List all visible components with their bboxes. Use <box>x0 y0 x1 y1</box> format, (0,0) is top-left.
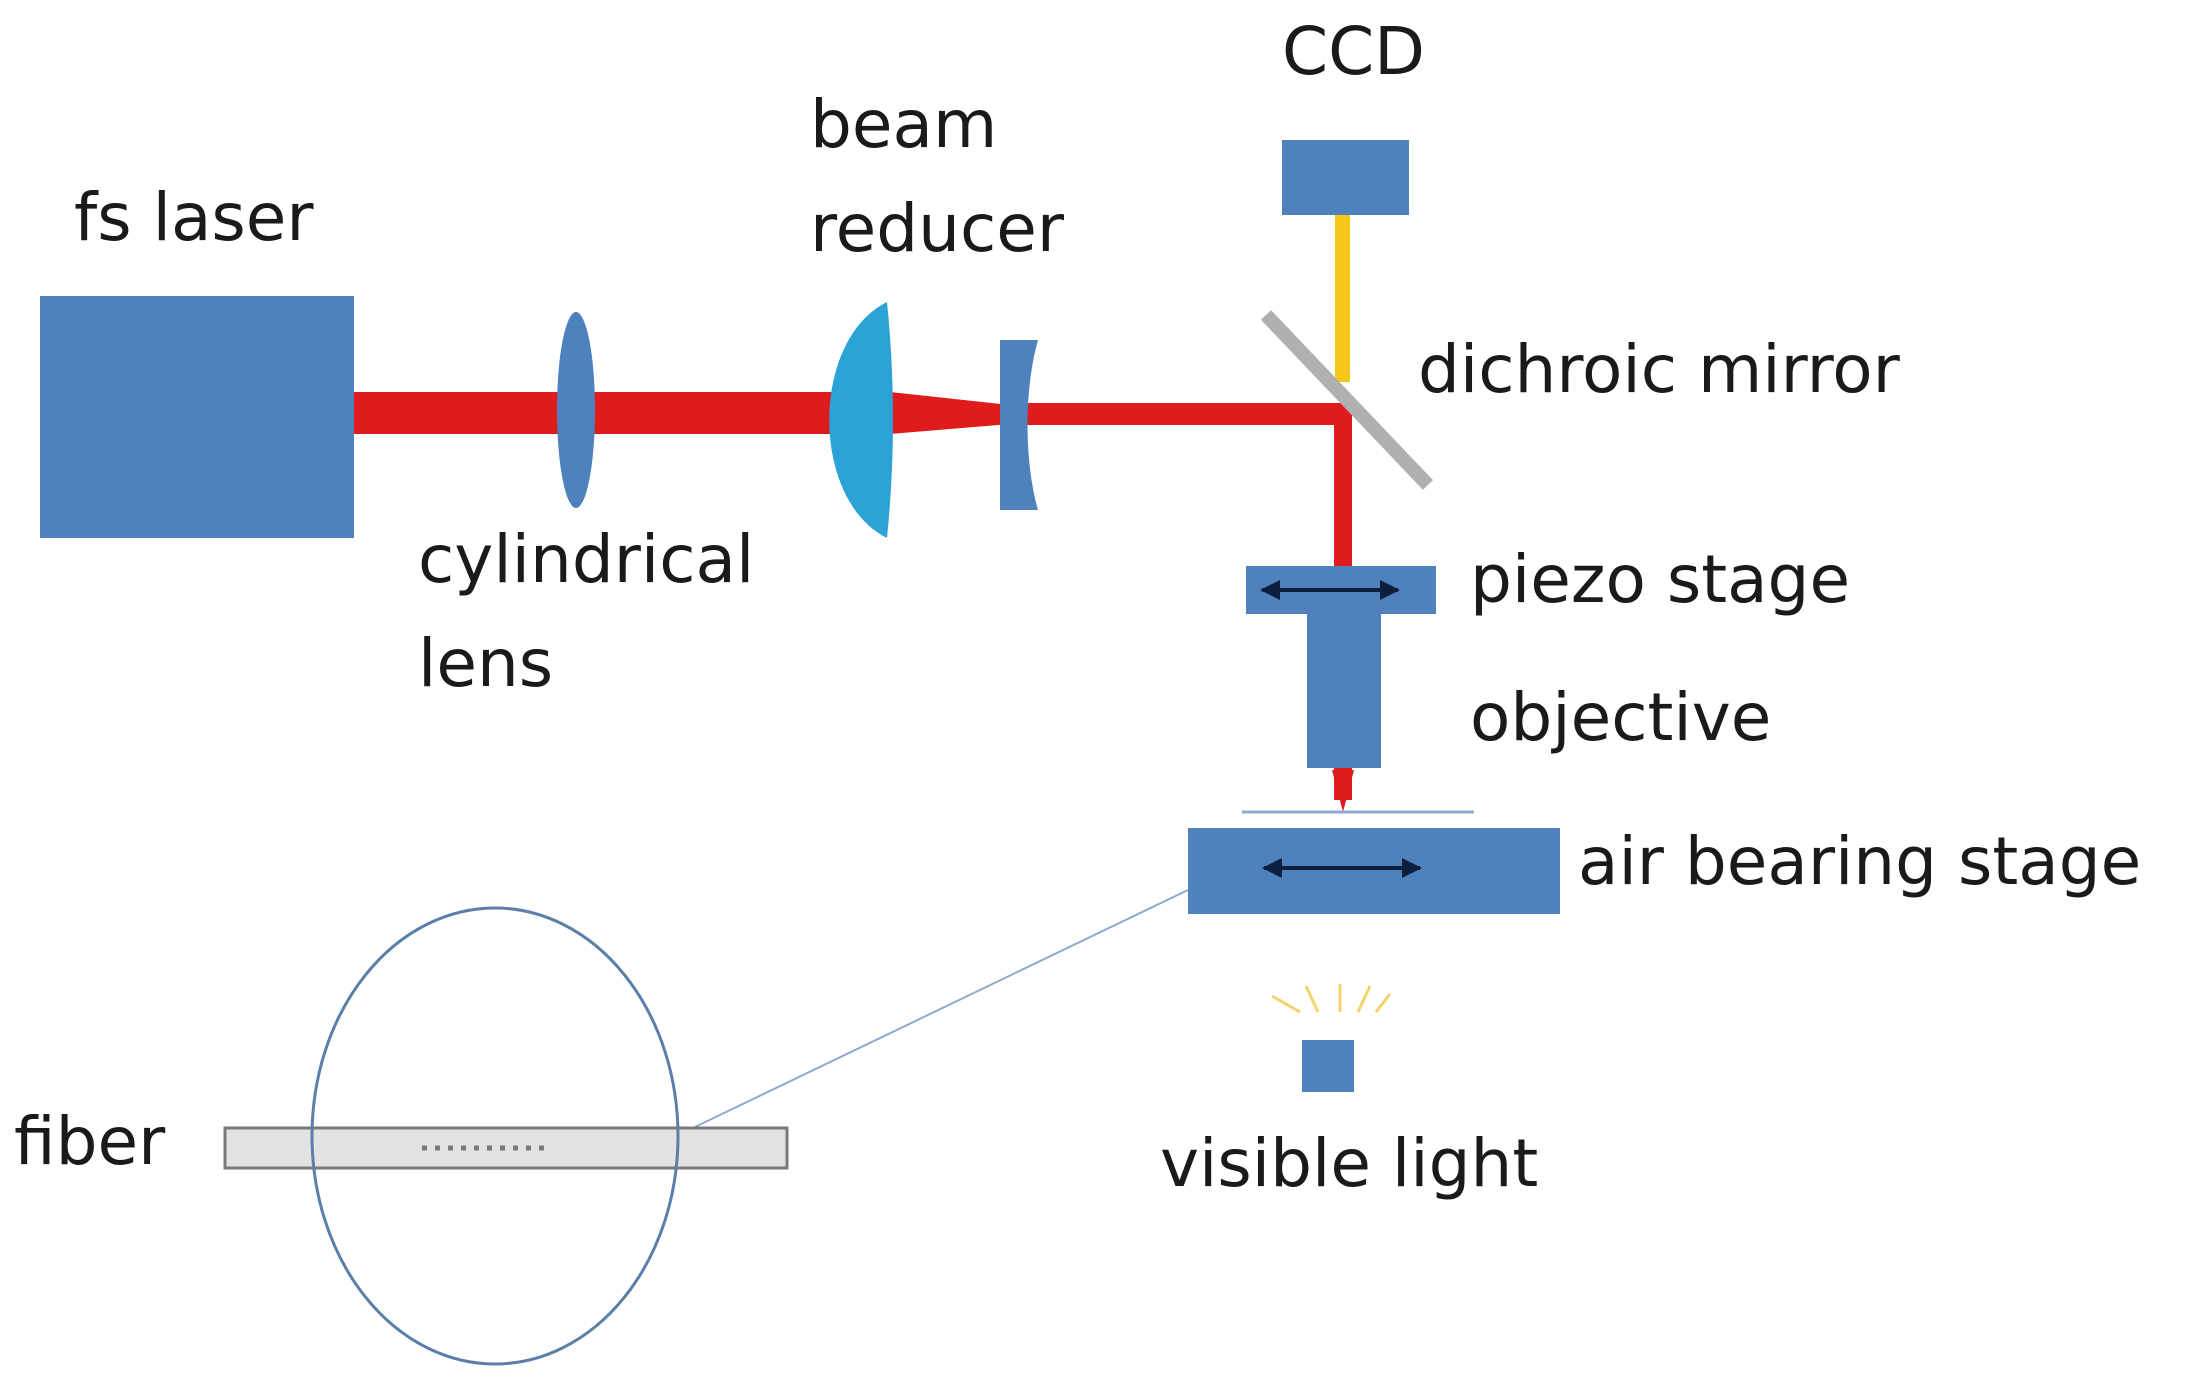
beam-reducer-label-line2: reducer <box>810 190 1065 267</box>
cylindrical-lens-shape <box>557 312 595 508</box>
fs-laser-label: fs laser <box>74 179 314 256</box>
air-bearing-stage-box <box>1188 828 1560 914</box>
ccd-beam <box>1335 212 1350 382</box>
cylindrical-lens-label-line2: lens <box>418 625 554 702</box>
ccd-box <box>1282 140 1409 215</box>
magnifier-circle <box>310 906 680 1366</box>
ccd-label: CCD <box>1282 13 1425 90</box>
visible-light-source <box>1302 1040 1354 1092</box>
air-bearing-stage-label: air bearing stage <box>1578 823 2142 900</box>
piezo-stage-label: piezo stage <box>1470 541 1851 618</box>
laser-beam-narrow <box>1005 403 1348 425</box>
fiber-label: fiber <box>14 1103 166 1180</box>
fiber-body <box>223 1126 789 1170</box>
fs-laser-box <box>40 296 354 538</box>
beam-reducer-label-line1: beam <box>810 86 998 163</box>
cylindrical-lens-label-line1: cylindrical <box>418 521 755 598</box>
beam-reducer-convex-lens <box>829 302 893 538</box>
dichroic-mirror-label: dichroic mirror <box>1418 331 1900 408</box>
beam-reducer-concave-lens <box>1000 340 1038 510</box>
dichroic-mirror-shape <box>1260 310 1434 490</box>
laser-focus-tip <box>1332 770 1354 812</box>
objective-label: objective <box>1470 679 1772 756</box>
laser-beam-wide <box>352 392 1010 434</box>
visible-light-label: visible light <box>1160 1125 1539 1202</box>
objective-body <box>1307 612 1381 768</box>
magnifier-connector-line <box>671 889 1189 1139</box>
visible-light-rays <box>1271 984 1392 1014</box>
